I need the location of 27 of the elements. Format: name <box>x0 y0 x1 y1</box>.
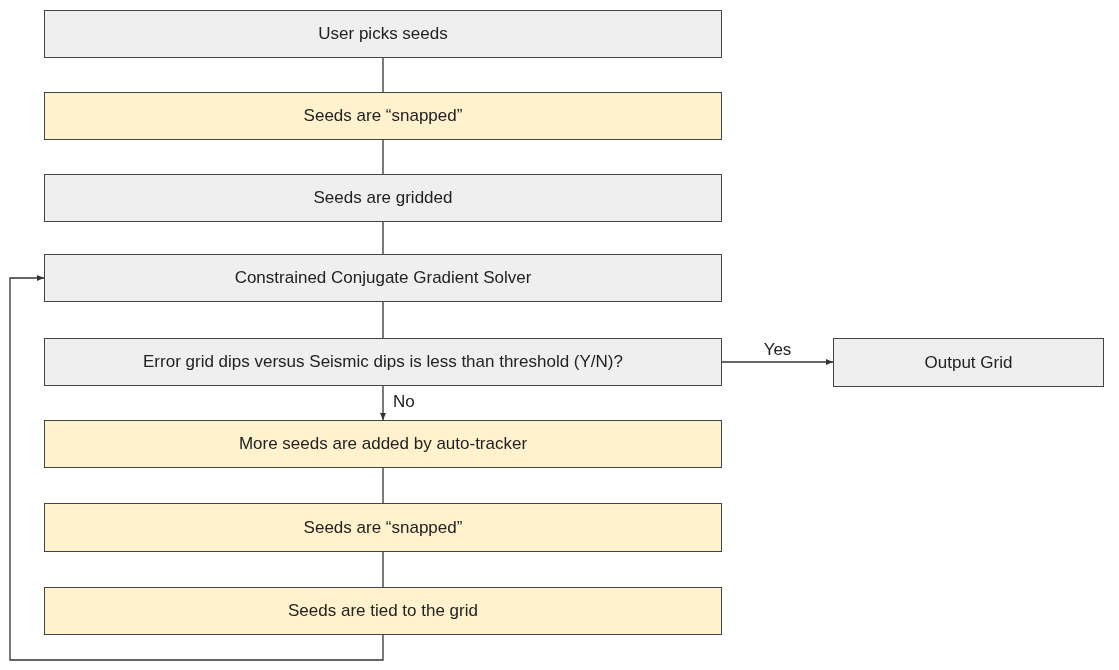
process-box <box>44 503 722 552</box>
connector-line <box>382 467 384 504</box>
process-box <box>44 254 722 302</box>
connector-line <box>382 221 384 255</box>
box-text: Seeds are gridded <box>313 187 453 210</box>
box-text: Seeds are “snapped” <box>303 516 463 539</box>
box-text: User picks seeds <box>318 23 448 46</box>
process-box <box>833 338 1104 387</box>
process-box <box>44 174 722 222</box>
process-box <box>44 92 722 140</box>
arrow <box>9 275 384 661</box>
process-box <box>44 420 722 468</box>
connector-line <box>382 139 384 175</box>
arrow <box>380 385 386 421</box>
process-box <box>44 338 722 386</box>
box-text: Seeds are tied to the grid <box>288 600 478 623</box>
arrow <box>721 359 834 365</box>
process-box <box>44 587 722 635</box>
box-text: Constrained Conjugate Gradient Solver <box>234 267 532 290</box>
connector-line <box>382 57 384 93</box>
connector-line <box>382 301 384 339</box>
box-text: Seeds are “snapped” <box>303 105 463 128</box>
box-text: Error grid dips versus Seismic dips is less than threshold (Y/N)? <box>143 351 623 374</box>
box-text: More seeds are added by auto-tracker <box>238 433 528 456</box>
process-box <box>44 10 722 58</box>
box-text: Output Grid <box>924 351 1013 374</box>
connector-line <box>382 551 384 588</box>
